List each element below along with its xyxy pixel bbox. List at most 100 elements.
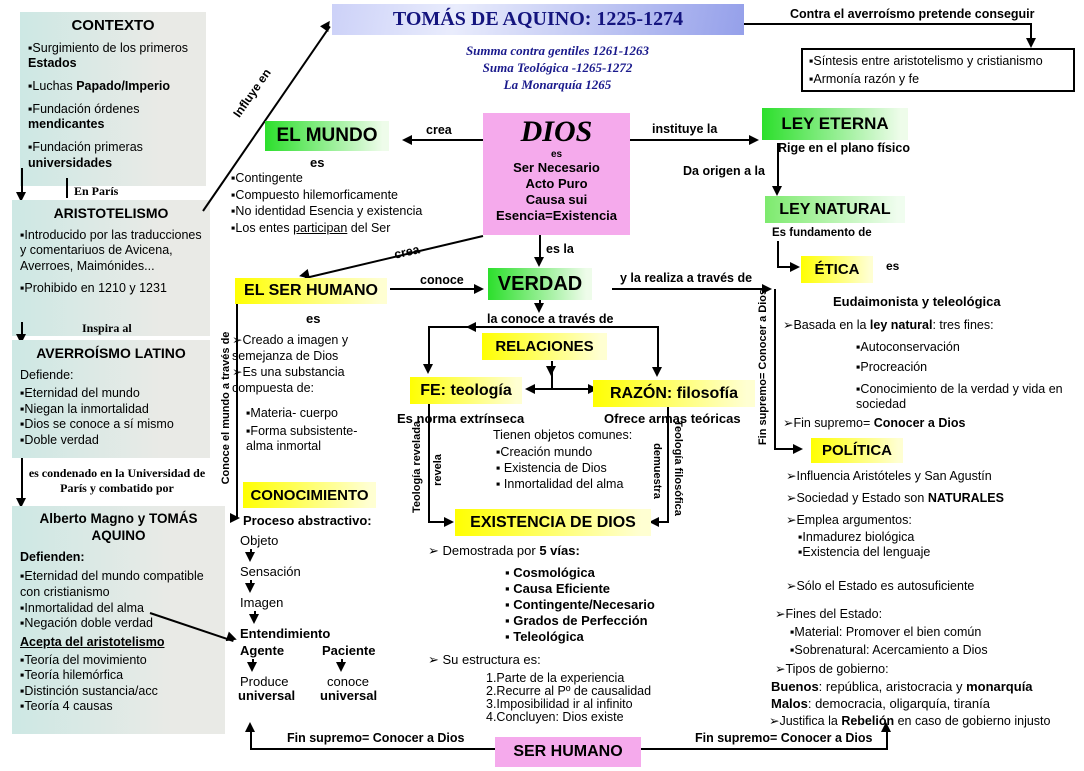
connector-line: [1030, 23, 1032, 43]
connector-line: [254, 611, 256, 620]
fin-supremo-right-label: Fin supremo= Conocer a Dios: [695, 731, 873, 745]
chain-imagen: Imagen: [240, 595, 284, 610]
arrow-right: [762, 284, 772, 294]
proceso-label: Proceso abstractivo:: [243, 513, 372, 528]
connector-line: [641, 748, 888, 750]
contexto-box: CONTEXTO ▪Surgimiento de los primeros Es…: [20, 12, 206, 186]
revela-label: revela: [432, 454, 444, 486]
alberto-tomas-box: Alberto Magno y TOMÁS AQUINO Defienden: …: [12, 506, 225, 734]
via-item: ▪ Teleológica: [505, 629, 584, 644]
politica-line: ➢Sólo el Estado es autosuficiente: [786, 579, 975, 593]
chain-sensacion: Sensación: [240, 564, 301, 579]
paso-item: 3.Imposibilidad ir al infinito: [486, 697, 633, 711]
politica-line: ➢Influencia Aristóteles y San Agustín: [786, 469, 992, 483]
arrow-left: [525, 384, 535, 394]
via-item: ▪ Contingente/Necesario: [505, 597, 655, 612]
connector-line: [250, 728, 252, 748]
mundo-items: ▪Contingente ▪Compuesto hilemorficamente…: [231, 170, 422, 236]
connector-line: [539, 235, 541, 261]
paso-item: 4.Concluyen: Dios existe: [486, 710, 624, 724]
defienden-label: Defienden:: [20, 549, 85, 564]
averroismo-item: ▪Niegan la inmortalidad: [20, 401, 149, 416]
objetos-item: ▪ Inmortalidad del alma: [496, 477, 624, 491]
influye-label: Influye en: [230, 66, 274, 120]
connector-line: [390, 288, 482, 290]
connector-line: [551, 361, 553, 389]
ofrece-label: Ofrece armas teóricas: [604, 411, 741, 426]
contexto-item: ▪Surgimiento de los primeros Estados: [28, 40, 189, 71]
etica-es-label: es: [886, 259, 900, 273]
conocimiento-box: CONOCIMIENTO: [243, 482, 376, 508]
politica-line: ▪Sobrenatural: Acercamiento a Dios: [790, 643, 988, 657]
connector-line: [252, 659, 254, 668]
etica-basada: ➢Basada en la ley natural: tres fines:: [783, 318, 994, 332]
ser-item: ➢Creado a imagen y semejanza de Dios: [232, 333, 349, 363]
averroismo-box: AVERROÍSMO LATINO Defiende: ▪Eternidad d…: [12, 340, 210, 458]
existencia-box: EXISTENCIA DE DIOS: [455, 509, 651, 536]
averroismo-item: ▪Doble verdad: [20, 433, 99, 447]
via-item: ▪ Causa Eficiente: [505, 581, 611, 596]
razon-box: RAZÓN: filosofía: [593, 380, 755, 407]
arrow-left: [466, 322, 476, 332]
demuestra-label: demuestra: [651, 443, 663, 499]
politica-box: POLÍTICA: [811, 438, 903, 463]
conoce-label: conoce: [420, 273, 464, 287]
crea2-label: crea: [392, 242, 421, 262]
connector-line: [250, 748, 495, 750]
connector-line: [341, 659, 343, 668]
connector-line: [66, 178, 68, 198]
connector-line: [744, 23, 1032, 25]
contra-label: Contra el averroísmo pretende conseguir: [790, 7, 1035, 21]
demostrada-line: ➢ Demostrada por 5 vías:: [428, 543, 580, 558]
arrow-up: [245, 722, 255, 732]
estructura-line: ➢ Su estructura es:: [428, 652, 541, 667]
alberto-title: Alberto Magno y TOMÁS AQUINO: [39, 511, 198, 543]
produce-label: Produce: [240, 674, 289, 689]
goal-item: ▪Armonía razón y fe: [809, 71, 920, 86]
aristotelismo-title: ARISTOTELISMO: [53, 205, 169, 221]
averroismo-title: AVERROÍSMO LATINO: [36, 345, 186, 361]
contexto-item: ▪Luchas Papado/Imperio: [28, 79, 170, 93]
ser-humano-box: EL SER HUMANO: [235, 278, 387, 304]
rige-label: Rige en el plano físico: [778, 141, 910, 155]
main-title: TOMÁS DE AQUINO: 1225-1274: [332, 4, 744, 35]
la-conoce-label: la conoce a través de: [487, 312, 614, 326]
alberto-item: ▪Negación doble verdad: [20, 616, 153, 631]
acepta-label: Acepta del aristotelismo: [20, 634, 165, 649]
arrow-up: [881, 722, 891, 732]
fe-box: FE: teología: [410, 377, 522, 404]
arrow-right: [793, 444, 803, 454]
connector-line: [630, 139, 757, 141]
fundamento-label: Es fundamento de: [772, 227, 872, 239]
politica-line: Malos: democracia, oligarquía, tiranía: [771, 696, 990, 711]
connector-line: [428, 326, 430, 370]
etica-box: ÉTICA: [801, 256, 873, 283]
politica-line: ➢Emplea argumentos:: [786, 513, 912, 527]
ser-sub-item: ▪Materia- cuerpo: [246, 406, 338, 420]
ley-eterna-box: LEY ETERNA: [762, 108, 908, 140]
universal-label: universal: [238, 688, 296, 703]
politica-line: ➢Justifica la Rebelión en caso de gobier…: [769, 714, 1051, 728]
connector-line: [250, 580, 252, 589]
ley-natural-box: LEY NATURAL: [765, 196, 905, 223]
connector-line: [530, 388, 596, 390]
mundo-item: ▪Contingente: [231, 171, 303, 185]
goals-box: ▪Síntesis entre aristotelismo y cristian…: [801, 48, 1075, 92]
objetos-item: ▪ Existencia de Dios: [496, 461, 607, 475]
ser-es-label: es: [306, 311, 321, 326]
paso-item: 2.Recurre al Pº de causalidad: [486, 684, 652, 698]
work-item: La Monarquía 1265: [503, 77, 612, 92]
arrow-right: [444, 517, 454, 527]
politica-line: ➢Tipos de gobierno:: [775, 662, 889, 676]
politica-line: Buenos: república, aristocracia y monarq…: [771, 679, 1033, 694]
connector-line: [777, 241, 779, 268]
contexto-title: CONTEXTO: [71, 17, 155, 34]
objetos-item: ▪Creación mundo: [496, 445, 593, 459]
acepta-item: ▪Teoría 4 causas: [20, 699, 113, 714]
connector-line: [774, 289, 776, 450]
arrow-down: [772, 186, 782, 196]
arrow-right: [790, 262, 800, 272]
connector-line: [21, 322, 23, 340]
dios-attr: Esencia=Existencia: [495, 208, 618, 223]
